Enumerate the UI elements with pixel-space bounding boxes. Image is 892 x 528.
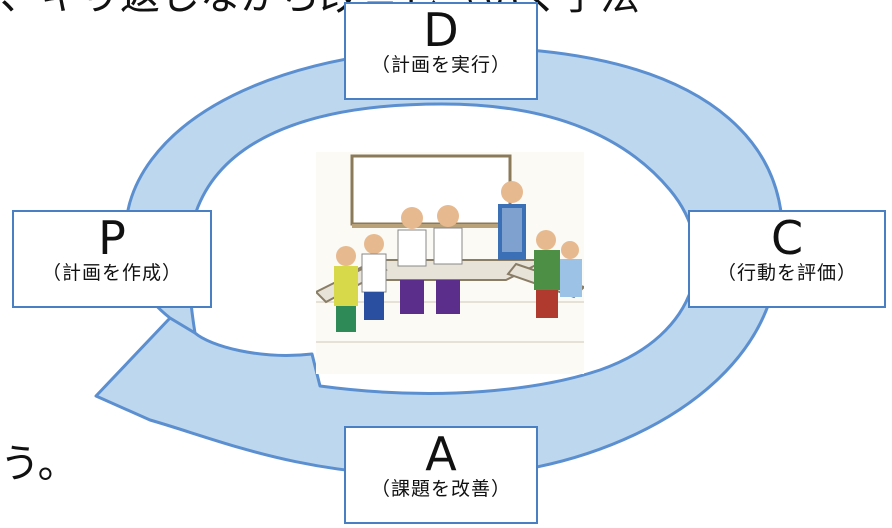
- stage-do-desc: （計画を実行）: [370, 54, 511, 76]
- stage-plan-desc: （計画を作成）: [41, 262, 182, 284]
- stage-check-desc: （行動を評価）: [716, 262, 857, 284]
- stage-plan-letter: P: [98, 211, 126, 265]
- stage-act-letter: A: [425, 427, 457, 481]
- cycle-arrow-shape: [94, 46, 784, 478]
- stage-act-desc: （課題を改善）: [370, 478, 511, 500]
- stage-act-box: A （課題を改善）: [344, 426, 538, 524]
- stage-do-letter: D: [423, 3, 459, 57]
- stage-plan-box: P （計画を作成）: [12, 210, 212, 308]
- stage-check-letter: C: [770, 211, 804, 265]
- clipped-bottom-text: う。: [0, 441, 78, 487]
- stage-do-box: D （計画を実行）: [344, 2, 538, 100]
- meeting-illustration: [314, 152, 586, 374]
- stage-check-box: C （行動を評価）: [688, 210, 886, 308]
